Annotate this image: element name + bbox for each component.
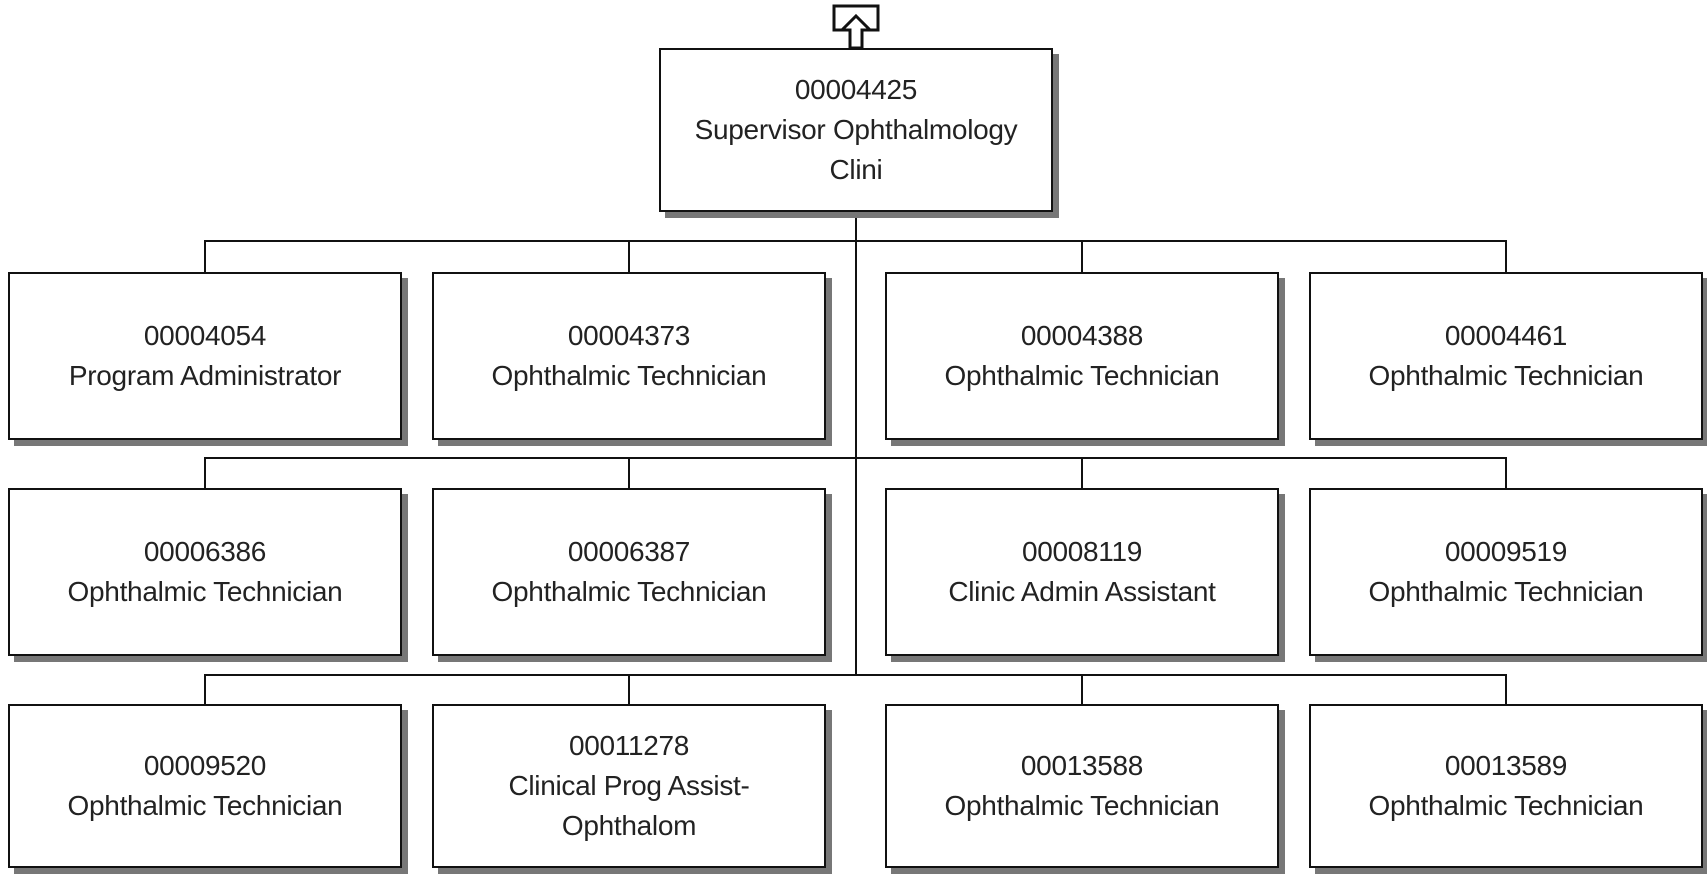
position-id: 00013589 bbox=[1444, 750, 1568, 781]
connector-drop bbox=[204, 240, 206, 273]
position-title: Ophthalmic Technician bbox=[67, 790, 343, 821]
connector-rail-row-1 bbox=[204, 240, 1507, 242]
position-id: 00009520 bbox=[143, 750, 267, 781]
position-title: Ophthalmic Technician bbox=[491, 360, 767, 391]
position-box[interactable]: 00004373 Ophthalmic Technician bbox=[432, 272, 826, 440]
position-id: 00004373 bbox=[567, 320, 691, 351]
connector-drop bbox=[1081, 674, 1083, 707]
position-title: Program Administrator bbox=[68, 360, 342, 391]
connector-drop bbox=[204, 674, 206, 707]
position-title: Ophthalmic Technician bbox=[1368, 360, 1644, 391]
connector-drop bbox=[628, 457, 630, 490]
position-id: 00006387 bbox=[567, 536, 691, 567]
position-box[interactable]: 00011278 Clinical Prog Assist-Ophthalom bbox=[432, 704, 826, 868]
position-title: Ophthalmic Technician bbox=[1368, 576, 1644, 607]
position-id: 00004461 bbox=[1444, 320, 1568, 351]
position-id: 00004425 bbox=[794, 74, 918, 105]
position-box[interactable]: 00004461 Ophthalmic Technician bbox=[1309, 272, 1703, 440]
connector-drop bbox=[1505, 674, 1507, 707]
position-title: Ophthalmic Technician bbox=[944, 360, 1220, 391]
position-id: 00011278 bbox=[568, 730, 690, 761]
position-id: 00006386 bbox=[143, 536, 267, 567]
position-title: Ophthalmic Technician bbox=[1368, 790, 1644, 821]
supervisor-box[interactable]: 00004425 Supervisor Ophthalmology Clini bbox=[659, 48, 1053, 212]
position-title: Ophthalmic Technician bbox=[944, 790, 1220, 821]
connector-drop bbox=[628, 674, 630, 707]
position-box[interactable]: 00004388 Ophthalmic Technician bbox=[885, 272, 1279, 440]
position-box[interactable]: 00006386 Ophthalmic Technician bbox=[8, 488, 402, 656]
position-title: Clinic Admin Assistant bbox=[948, 576, 1216, 607]
position-box[interactable]: 00013588 Ophthalmic Technician bbox=[885, 704, 1279, 868]
connector-drop bbox=[1081, 240, 1083, 273]
connector-drop bbox=[1505, 240, 1507, 273]
connector-rail-row-3 bbox=[204, 674, 1507, 676]
connector-drop bbox=[1505, 457, 1507, 490]
position-box[interactable]: 00013589 Ophthalmic Technician bbox=[1309, 704, 1703, 868]
connector-rail-row-2 bbox=[204, 457, 1507, 459]
position-box[interactable]: 00004054 Program Administrator bbox=[8, 272, 402, 440]
position-box[interactable]: 00009520 Ophthalmic Technician bbox=[8, 704, 402, 868]
position-box[interactable]: 00009519 Ophthalmic Technician bbox=[1309, 488, 1703, 656]
up-arrow-icon[interactable] bbox=[832, 4, 880, 50]
position-id: 00004388 bbox=[1020, 320, 1144, 351]
position-id: 00004054 bbox=[143, 320, 267, 351]
position-box[interactable]: 00008119 Clinic Admin Assistant bbox=[885, 488, 1279, 656]
position-id: 00009519 bbox=[1444, 536, 1568, 567]
position-title: Supervisor Ophthalmology Clini bbox=[694, 114, 1018, 185]
connector-drop bbox=[1081, 457, 1083, 490]
position-title: Ophthalmic Technician bbox=[491, 576, 767, 607]
position-id: 00013588 bbox=[1020, 750, 1144, 781]
connector-trunk bbox=[855, 212, 857, 676]
position-box[interactable]: 00006387 Ophthalmic Technician bbox=[432, 488, 826, 656]
position-id: 00008119 bbox=[1021, 536, 1143, 567]
position-title: Clinical Prog Assist-Ophthalom bbox=[508, 770, 750, 841]
connector-drop bbox=[204, 457, 206, 490]
connector-drop bbox=[628, 240, 630, 273]
position-title: Ophthalmic Technician bbox=[67, 576, 343, 607]
